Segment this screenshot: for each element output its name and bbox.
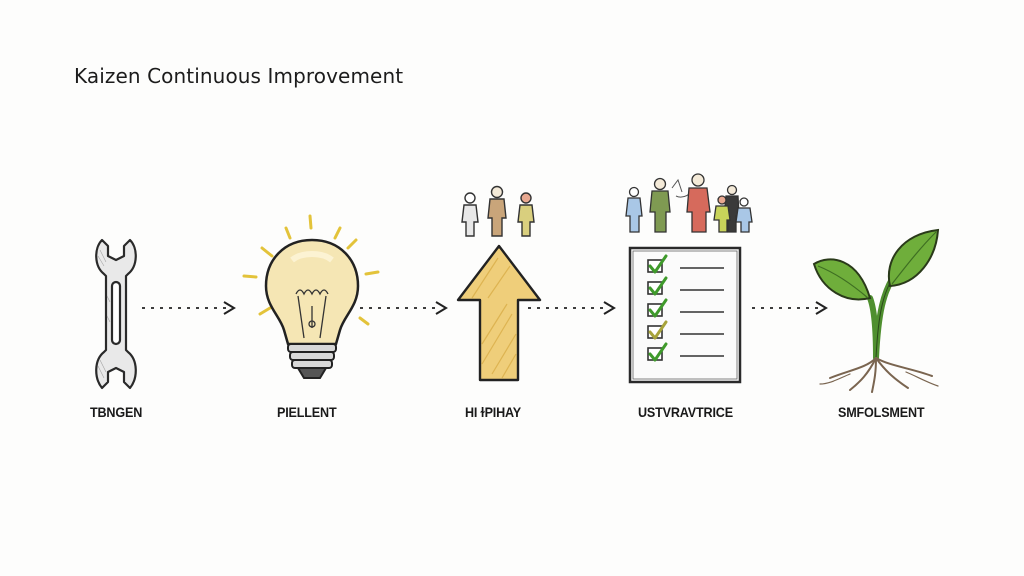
dotted-arrow-connector xyxy=(528,300,618,320)
stage-wrench xyxy=(92,236,142,392)
stage-label-1: TBNGEN xyxy=(90,404,143,420)
three-people-icon xyxy=(461,185,535,237)
dotted-arrow-connector xyxy=(752,300,830,320)
stage-label-5: SMFOLSMENT xyxy=(838,404,925,420)
up-arrow-icon xyxy=(456,244,542,382)
team-people-icon xyxy=(625,173,753,233)
page-title: Kaizen Continuous Improvement xyxy=(74,64,404,88)
checklist-icon xyxy=(628,246,742,384)
wrench-icon xyxy=(95,238,137,390)
lightbulb-icon xyxy=(242,214,380,379)
stage-up-arrow xyxy=(452,185,547,386)
seedling-plant-icon xyxy=(812,228,940,393)
stage-checklist xyxy=(624,170,754,385)
stage-lightbulb xyxy=(232,210,382,385)
dotted-arrow-connector xyxy=(360,300,450,320)
stage-label-4: USTVRAVTRICE xyxy=(638,404,733,420)
stage-seedling xyxy=(810,228,945,393)
stage-label-3: HI ɫPIHAY xyxy=(465,404,522,420)
dotted-arrow-connector xyxy=(142,300,238,320)
stage-label-2: PIELLENT xyxy=(277,404,337,420)
